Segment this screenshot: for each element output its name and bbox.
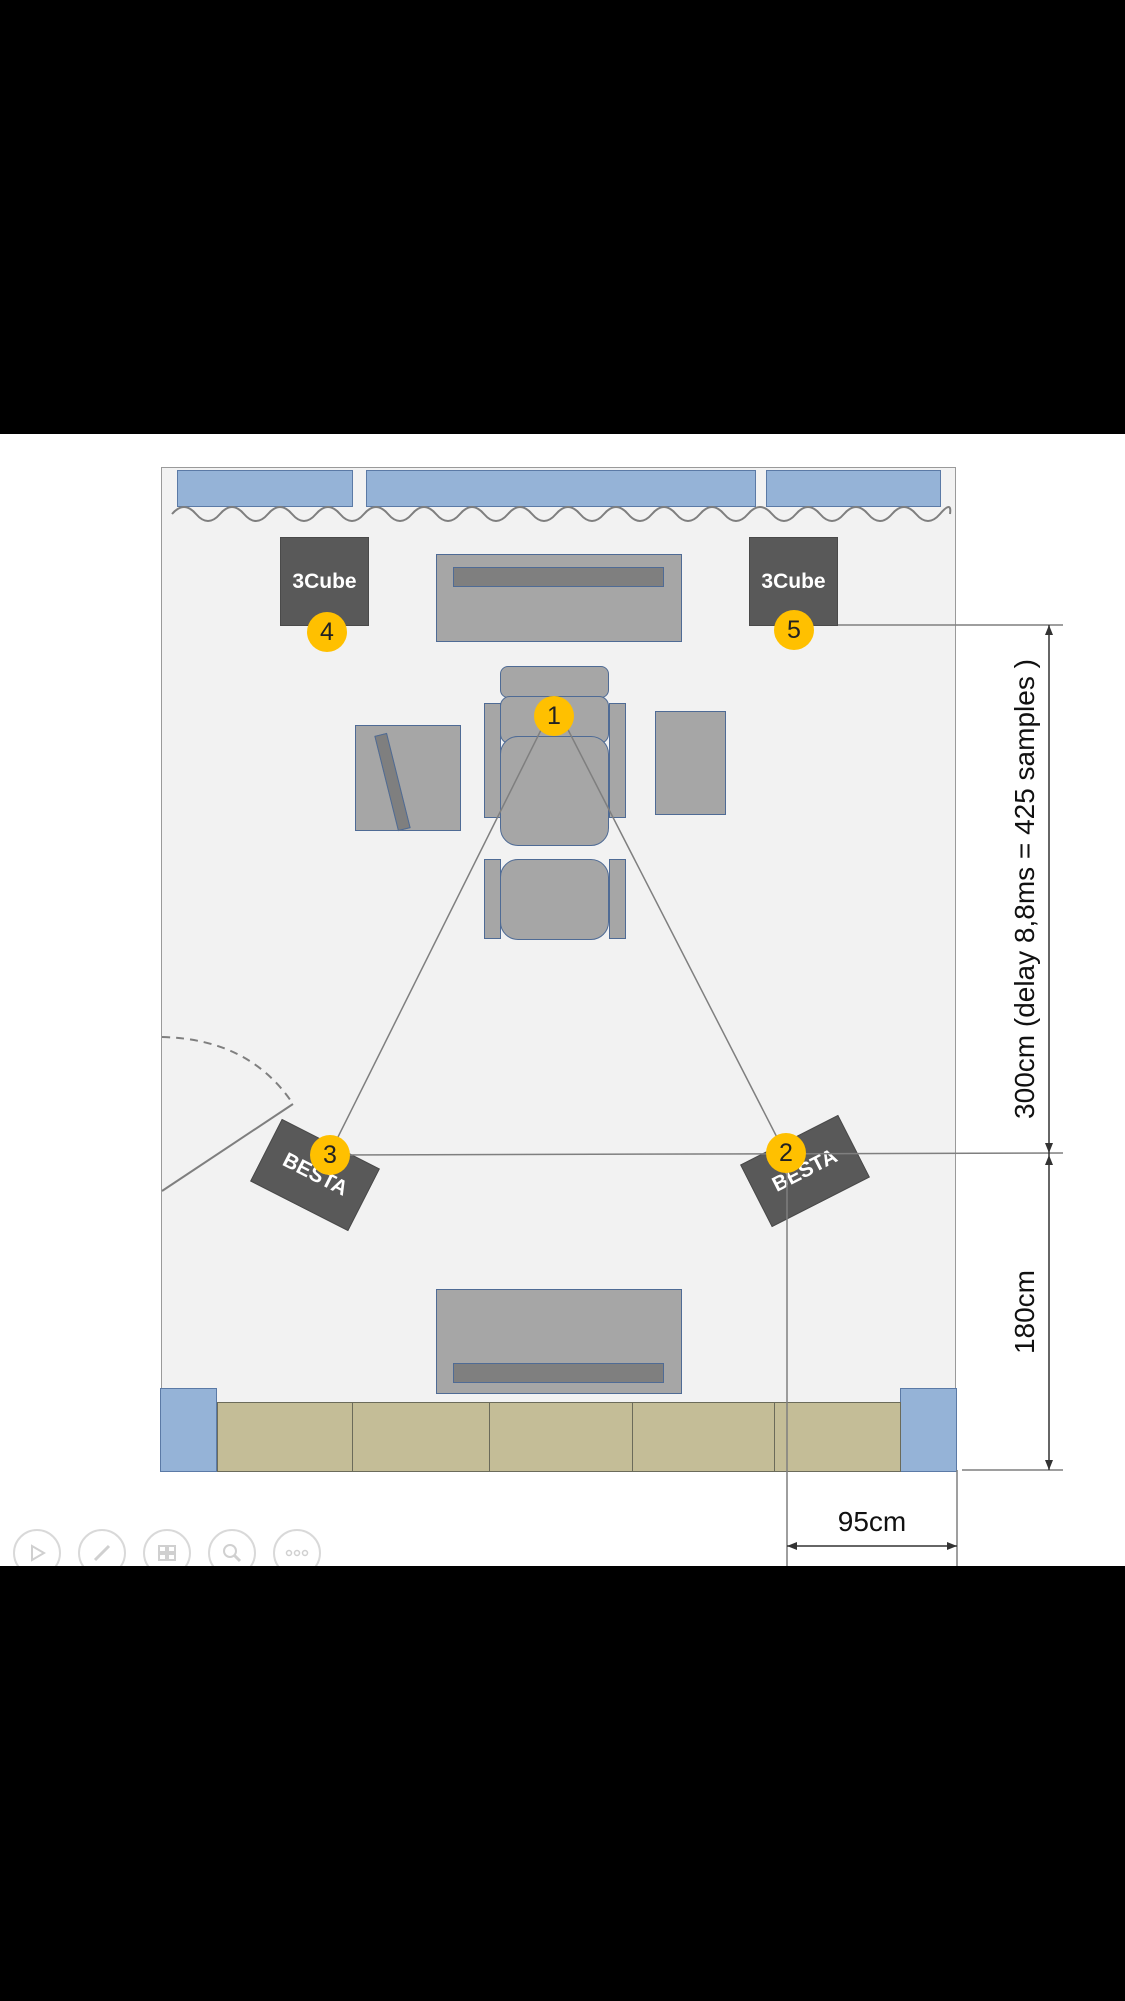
- more-icon[interactable]: [273, 1529, 321, 1566]
- arrow-top: [1045, 625, 1053, 635]
- window-bottom-left: [160, 1388, 217, 1472]
- footrest: [500, 859, 609, 940]
- marker-1: 1: [534, 696, 574, 736]
- arrow-left: [787, 1542, 797, 1550]
- window-top-center: [366, 470, 756, 507]
- subwoofer-left-label: 3Cube: [292, 569, 357, 593]
- curtain-wave: [171, 506, 952, 522]
- slides-icon[interactable]: [143, 1529, 191, 1566]
- chair-seat: [500, 736, 609, 846]
- slide: 3Cube 3Cube BESTA BESTA 1: [0, 434, 1125, 1566]
- dimension-label-horizontal: 95cm: [837, 1506, 907, 1537]
- triangle-base: [328, 1152, 1064, 1156]
- pen-icon[interactable]: [78, 1529, 126, 1566]
- chair-headrest: [500, 666, 609, 698]
- magnifier-icon[interactable]: [208, 1529, 256, 1566]
- window-top-right: [766, 470, 941, 507]
- marker-5: 5: [774, 610, 814, 650]
- sofa-segment-3: [489, 1402, 633, 1472]
- window-top-left: [177, 470, 353, 507]
- cabinet-bottom-shelf: [453, 1363, 664, 1383]
- diagram-lines: [161, 506, 1064, 1566]
- dimension-label-lower: 180cm: [1009, 1269, 1040, 1355]
- footrest-arm-right: [609, 859, 626, 939]
- side-table-right: [655, 711, 726, 815]
- marker-4: 4: [307, 612, 347, 652]
- triangle-left: [328, 715, 549, 1156]
- door-leaf: [161, 1103, 294, 1192]
- sofa-segment-1: [217, 1402, 353, 1472]
- chair-arm-right: [609, 703, 626, 818]
- subwoofer-left: 3Cube: [280, 537, 369, 626]
- triangle-right: [560, 715, 786, 1154]
- arrow-right: [947, 1542, 957, 1550]
- tv-screen-top: [453, 567, 664, 587]
- door-swing-arc: [161, 1036, 294, 1105]
- subwoofer-right-label: 3Cube: [761, 569, 826, 593]
- marker-3: 3: [310, 1135, 350, 1175]
- window-bottom-right: [900, 1388, 957, 1472]
- arrow-bottom: [1045, 1460, 1053, 1470]
- sofa-segment-4: [632, 1402, 775, 1472]
- play-icon[interactable]: [13, 1529, 61, 1566]
- side-table-left: [355, 725, 461, 831]
- arrow-mid-down: [1045, 1155, 1053, 1165]
- sofa-segment-5: [774, 1402, 901, 1472]
- sofa-segment-2: [352, 1402, 490, 1472]
- arrow-mid-up: [1045, 1143, 1053, 1153]
- marker-2: 2: [766, 1133, 806, 1173]
- dimension-label-upper: 300cm (delay 8,8ms = 425 samples ): [1009, 659, 1040, 1119]
